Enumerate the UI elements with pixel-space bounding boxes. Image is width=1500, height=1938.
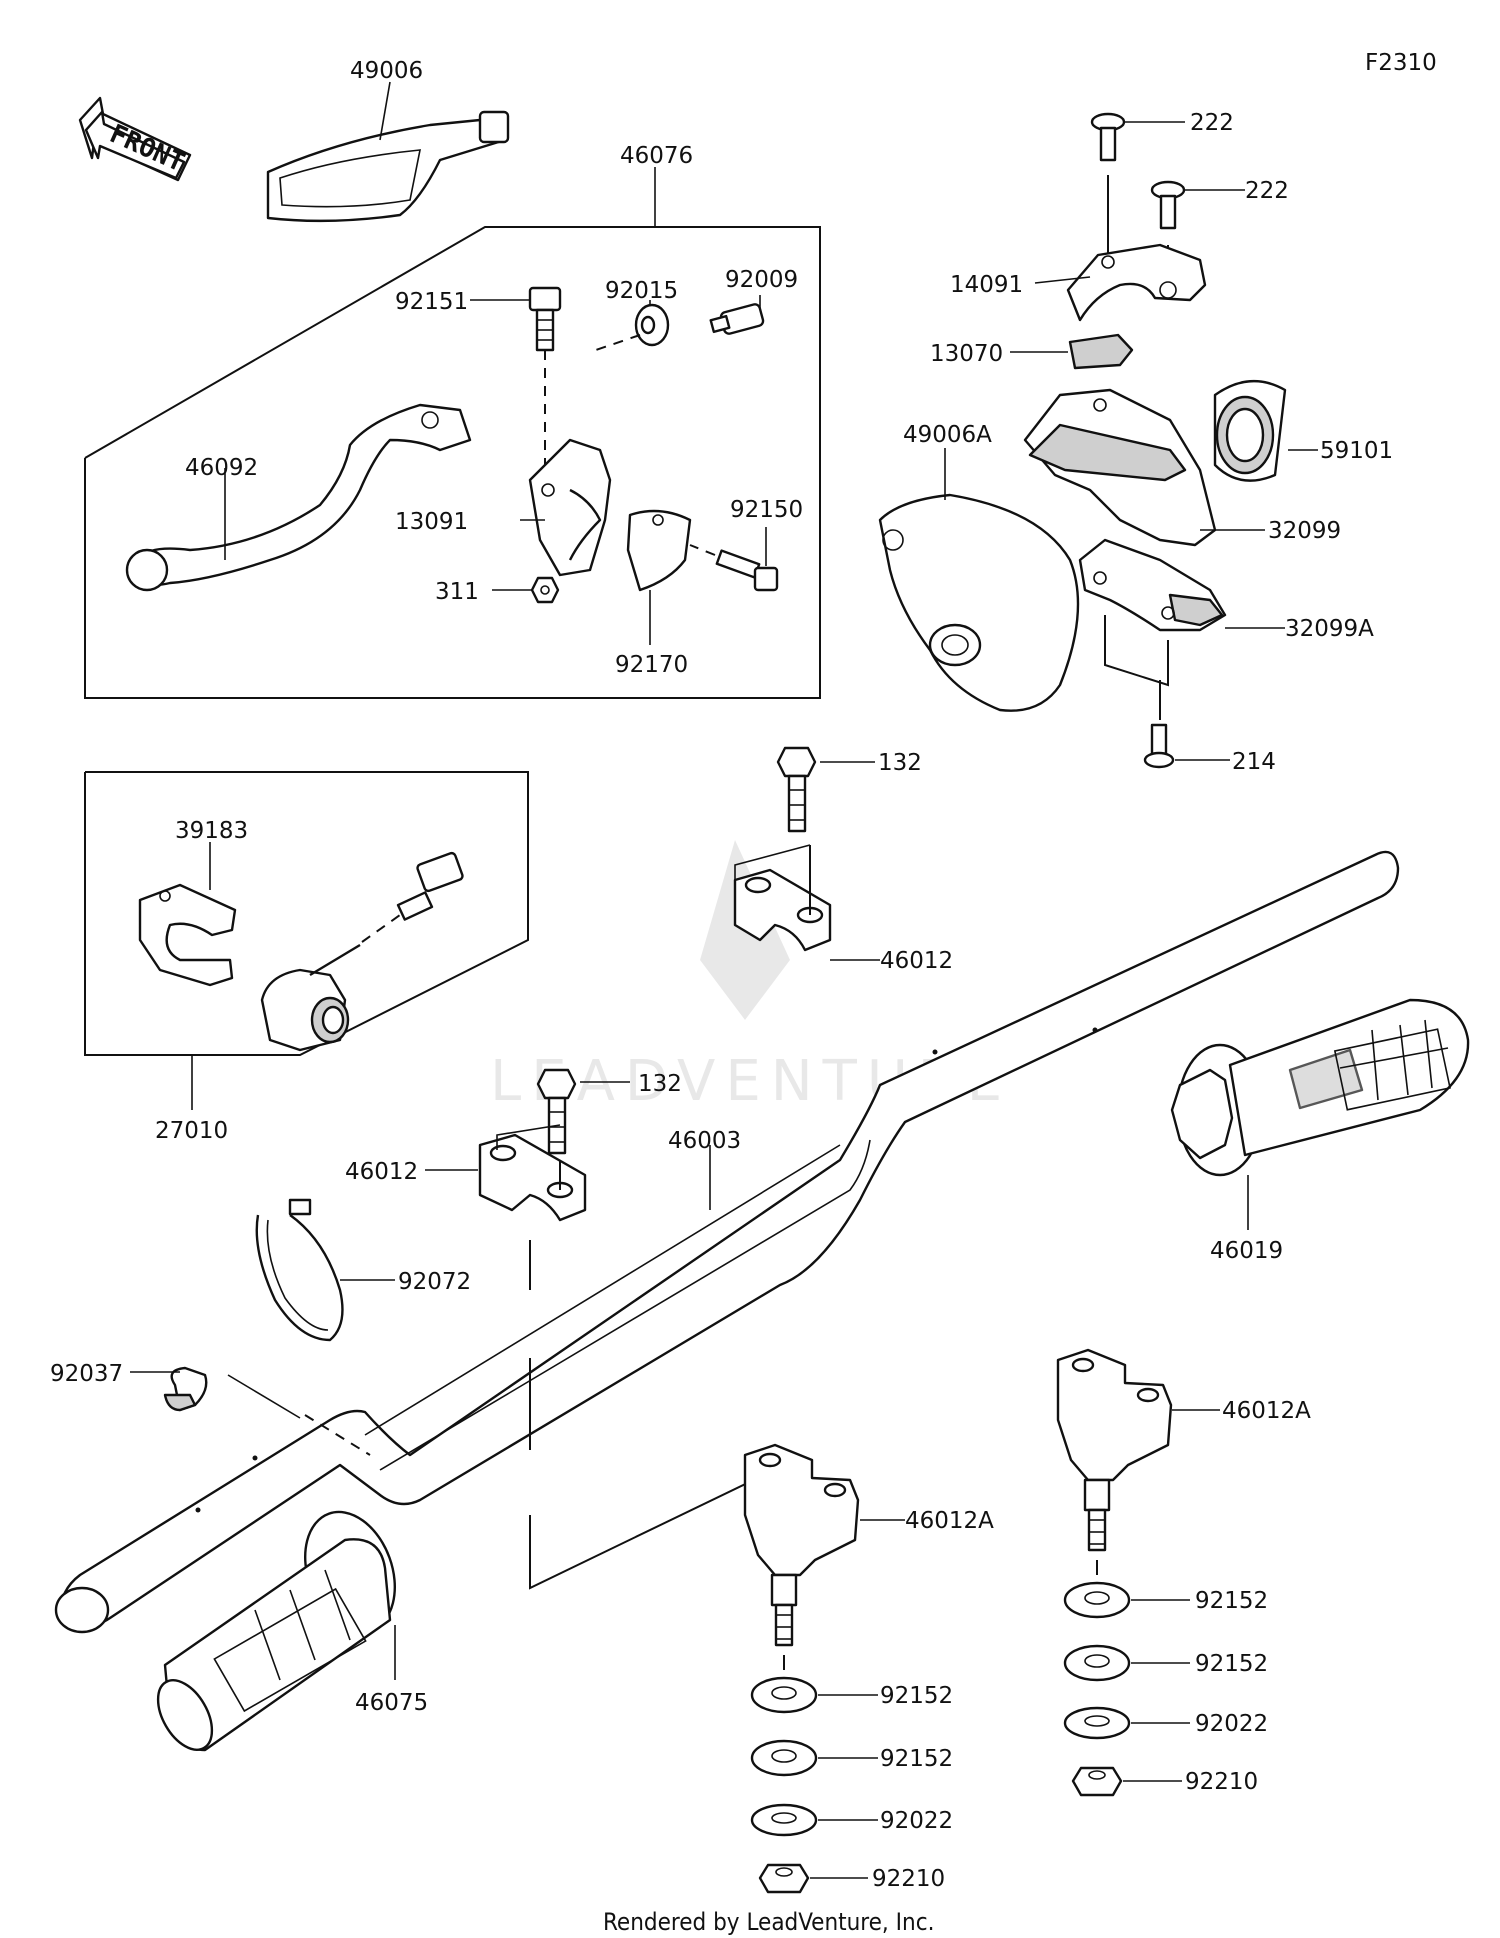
part-label: 92152 xyxy=(880,1683,953,1709)
plate-13070 xyxy=(1068,333,1134,370)
handlebar-46003 xyxy=(54,850,1400,1634)
part-label: 311 xyxy=(435,579,479,605)
part-label: 13070 xyxy=(930,341,1003,367)
clamp-39183 xyxy=(138,883,237,987)
screw-214 xyxy=(1143,723,1175,769)
housing-32099A xyxy=(1078,538,1227,632)
collar-92015 xyxy=(634,303,670,347)
lever-holder-13091 xyxy=(528,438,612,577)
part-label: 59101 xyxy=(1320,438,1393,464)
bolt-92151 xyxy=(528,286,562,352)
washer-92152-right-2 xyxy=(1063,1644,1131,1682)
bolt-132-a xyxy=(776,746,817,833)
part-label: 46012 xyxy=(345,1159,418,1185)
washer-92152-center-2 xyxy=(750,1739,818,1777)
washer-92022-center xyxy=(750,1803,818,1837)
pulley-59101 xyxy=(1213,379,1287,482)
assembly-box-46076 xyxy=(84,226,821,699)
screw-92009 xyxy=(709,303,765,335)
band-92072 xyxy=(255,1198,344,1342)
part-label: 92037 xyxy=(50,1361,123,1387)
part-label: 46012A xyxy=(1222,1398,1311,1424)
nut-311 xyxy=(530,576,560,604)
assembly-box-27010 xyxy=(84,771,529,1056)
clamp-92170 xyxy=(626,509,692,592)
front-arrow-icon: FRONT xyxy=(78,96,192,182)
part-label: 92022 xyxy=(1195,1711,1268,1737)
cover-14091 xyxy=(1066,243,1207,322)
part-label: 32099 xyxy=(1268,518,1341,544)
part-label: 46003 xyxy=(668,1128,741,1154)
part-label: 92072 xyxy=(398,1269,471,1295)
part-label: 92009 xyxy=(725,267,798,293)
washer-92152-center-1 xyxy=(750,1676,818,1714)
nut-92210-right xyxy=(1071,1766,1123,1797)
part-label: 92151 xyxy=(395,289,468,315)
clip-92037 xyxy=(163,1366,208,1412)
part-label: 92152 xyxy=(880,1746,953,1772)
part-label: 92015 xyxy=(605,278,678,304)
throttle-grip-46019 xyxy=(1170,998,1470,1177)
figure-code: F2310 xyxy=(1365,50,1437,76)
grip-46075 xyxy=(156,1510,397,1752)
part-label: 92152 xyxy=(1195,1588,1268,1614)
part-label: 46075 xyxy=(355,1690,428,1716)
front-arrow-label: FRONT xyxy=(105,119,189,178)
part-label: 13091 xyxy=(395,509,468,535)
part-label: 92210 xyxy=(872,1866,945,1892)
bolt-92150 xyxy=(715,549,779,592)
part-label: 92152 xyxy=(1195,1651,1268,1677)
part-label: 46076 xyxy=(620,143,693,169)
brake-lever-46092 xyxy=(125,403,472,592)
part-label: 214 xyxy=(1232,749,1276,775)
part-label: 49006A xyxy=(903,422,992,448)
part-label: 132 xyxy=(878,750,922,776)
lever-guard-49006 xyxy=(266,110,510,223)
riser-46012A-center xyxy=(743,1443,860,1647)
part-label: 32099A xyxy=(1285,616,1374,642)
riser-46012A-right xyxy=(1056,1348,1173,1552)
part-label: 46019 xyxy=(1210,1238,1283,1264)
part-label: 92170 xyxy=(615,652,688,678)
part-label: 49006 xyxy=(350,58,423,84)
part-label: 92022 xyxy=(880,1808,953,1834)
nut-92210-center xyxy=(758,1863,810,1894)
part-label: 222 xyxy=(1245,178,1289,204)
part-label: 92150 xyxy=(730,497,803,523)
screw-222-b xyxy=(1150,180,1186,230)
kill-switch-body xyxy=(260,851,464,1052)
washer-92152-right-1 xyxy=(1063,1581,1131,1619)
washer-92022-right xyxy=(1063,1706,1131,1740)
credit-text: Rendered by LeadVenture, Inc. xyxy=(603,1908,934,1936)
part-label: 14091 xyxy=(950,272,1023,298)
screw-222-a xyxy=(1090,112,1126,162)
clamp-46012-lower xyxy=(478,1133,587,1222)
part-label: 92210 xyxy=(1185,1769,1258,1795)
part-label: 222 xyxy=(1190,110,1234,136)
part-label: 46012A xyxy=(905,1508,994,1534)
part-label: 132 xyxy=(638,1071,682,1097)
part-label: 39183 xyxy=(175,818,248,844)
part-label: 46012 xyxy=(880,948,953,974)
housing-32099 xyxy=(1023,388,1217,547)
part-label: 46092 xyxy=(185,455,258,481)
part-label: 27010 xyxy=(155,1118,228,1144)
throttle-guard-49006A xyxy=(878,493,1080,712)
